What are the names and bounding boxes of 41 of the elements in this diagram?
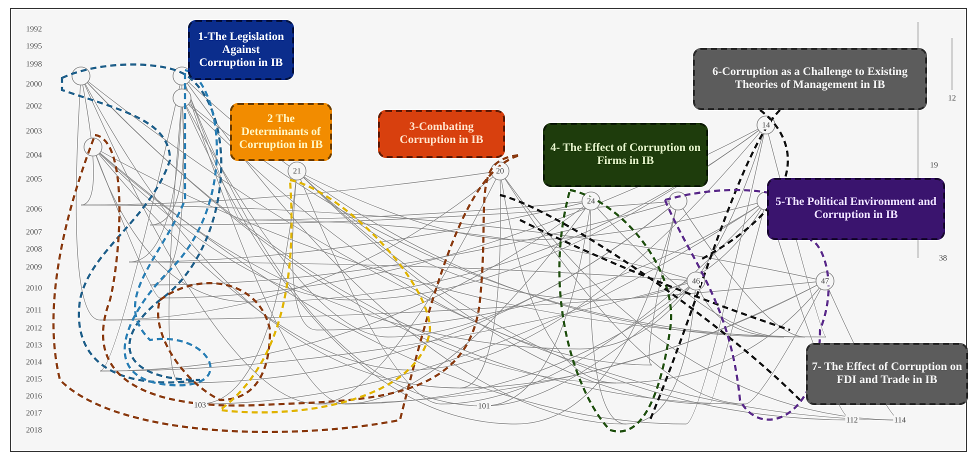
year-label: 1992: [26, 24, 42, 34]
year-label: 2003: [26, 126, 42, 136]
paper-number: 20: [495, 166, 505, 176]
year-label: 2012: [26, 324, 42, 332]
cluster-label-box: 7- The Effect of Corruption on FDI and Trade in IB: [806, 343, 968, 405]
cluster-label-box: 3-Combating Corruption in IB: [378, 110, 505, 158]
year-label: 2006: [26, 204, 42, 214]
year-label: 2005: [26, 174, 42, 184]
cluster-label-box: 2 The Determinants of Corruption in IB: [230, 103, 332, 161]
cluster-label-box: 4- The Effect of Corruption on Firms in IB: [543, 123, 708, 187]
year-label: 2015: [26, 374, 42, 384]
paper-number: 19: [929, 160, 939, 170]
year-label: 1995: [26, 42, 42, 50]
year-label: 2010: [26, 284, 42, 292]
year-label: 2002: [26, 102, 42, 110]
year-label: 2018: [26, 426, 42, 434]
paper-number: 47: [820, 276, 830, 286]
paper-number: 101: [477, 402, 491, 410]
paper-number: 103: [193, 400, 207, 410]
year-label: 2014: [26, 358, 42, 366]
paper-number: 38: [938, 254, 948, 262]
year-label: 2016: [26, 392, 42, 400]
cluster-label-box: 6-Corruption as a Challenge to Existing Theories of Management in IB: [693, 48, 927, 110]
paper-number: 114: [893, 416, 907, 424]
cluster-label-box: 5-The Political Environment and Corruption in IB: [767, 178, 945, 240]
paper-number: 46: [691, 276, 701, 286]
paper-number: 12: [947, 94, 957, 102]
paper-number: 14: [761, 120, 771, 130]
year-label: 2011: [26, 306, 42, 314]
paper-number: 24: [586, 196, 596, 206]
cluster-label-box: 1-The Legislation Against Corruption in IB: [188, 20, 294, 80]
year-label: 2013: [26, 340, 42, 350]
year-label: 2004: [26, 150, 42, 160]
year-label: 1998: [26, 60, 42, 68]
year-label: 2000: [26, 80, 42, 88]
paper-number: 112: [845, 416, 859, 424]
year-label: 2009: [26, 262, 42, 272]
year-label: 2008: [26, 244, 42, 254]
year-label: 2007: [26, 228, 42, 236]
paper-number: 21: [292, 166, 302, 176]
year-label: 2017: [26, 408, 42, 418]
